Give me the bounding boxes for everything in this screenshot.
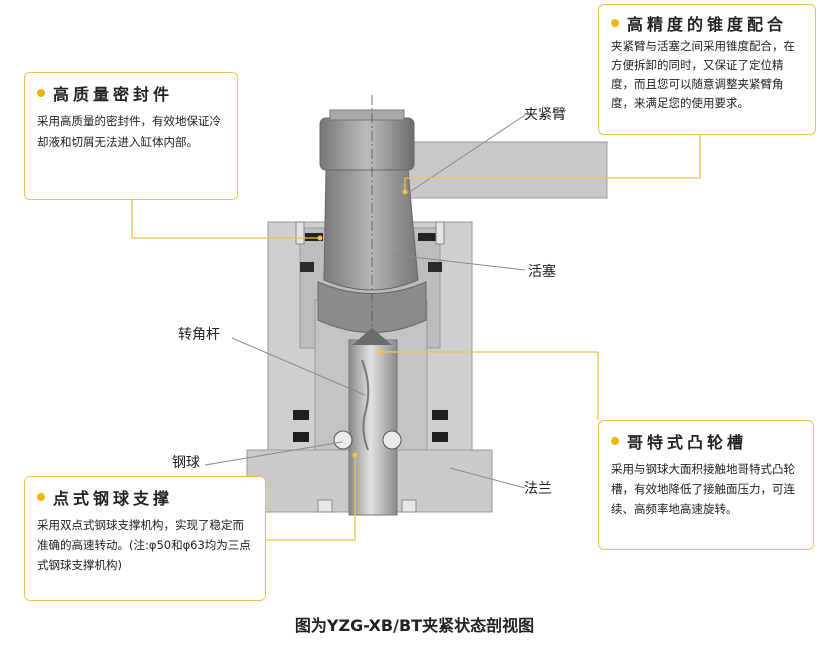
callout-groove: 哥特式凸轮槽 采用与钢球大面积接触地哥特式凸轮槽，有效地降低了接触面压力，可连续… [598, 420, 814, 550]
callout-seal: 高质量密封件 采用高质量的密封件，有效地保证冷却液和切屑无法进入缸体内部。 [24, 72, 238, 200]
clamp-arm [384, 141, 608, 199]
label-steel-ball: 钢球 [172, 455, 200, 471]
bullet-icon [611, 19, 619, 27]
seal-lower-right [432, 410, 448, 420]
bullet-icon [611, 437, 619, 445]
seal-upper-right [418, 233, 436, 241]
bolt-right [435, 221, 445, 245]
piston [323, 169, 419, 291]
seal-upper-left [305, 233, 323, 241]
steel-ball-left [333, 430, 353, 450]
callout-ball-title: 点式钢球支撑 [53, 489, 174, 508]
callout-ball-body: 采用双点式钢球支撑机构，实现了稳定而准确的高速转动。(注:φ50和φ63均为三点… [37, 518, 251, 572]
bullet-icon [37, 89, 45, 97]
callout-seal-title: 高质量密封件 [53, 85, 174, 104]
callout-taper-title: 高精度的锥度配合 [627, 15, 788, 34]
label-clamp-arm: 夹紧臂 [524, 107, 566, 123]
seal-mid-left [300, 262, 314, 272]
seal-lower-left [293, 410, 309, 420]
callout-ball-support: 点式钢球支撑 采用双点式钢球支撑机构，实现了稳定而准确的高速转动。(注:φ50和… [24, 476, 266, 601]
figure-caption: 图为YZG-XB/BT夹紧状态剖视图 [294, 616, 535, 635]
steel-ball-right [382, 430, 402, 450]
callout-seal-body: 采用高质量的密封件，有效地保证冷却液和切屑无法进入缸体内部。 [37, 114, 221, 149]
rotating-rod [348, 339, 398, 516]
nut [319, 117, 415, 171]
callout-taper: 高精度的锥度配合 夹紧臂与活塞之间采用锥度配合，在方便拆卸的同时，又保证了定位精… [598, 4, 816, 135]
bolt-left [295, 221, 305, 245]
callout-groove-title: 哥特式凸轮槽 [627, 433, 748, 452]
label-rotating-rod: 转角杆 [178, 327, 220, 343]
callout-taper-body: 夹紧臂与活塞之间采用锥度配合，在方便拆卸的同时，又保证了定位精度，而且您可以随意… [611, 39, 795, 110]
callout-groove-body: 采用与钢球大面积接触地哥特式凸轮槽，有效地降低了接触面压力，可连续、高频率地高速… [611, 462, 795, 516]
label-flange: 法兰 [524, 481, 552, 497]
label-piston: 活塞 [528, 264, 556, 280]
seal-mid-right [428, 262, 442, 272]
bullet-icon [37, 493, 45, 501]
